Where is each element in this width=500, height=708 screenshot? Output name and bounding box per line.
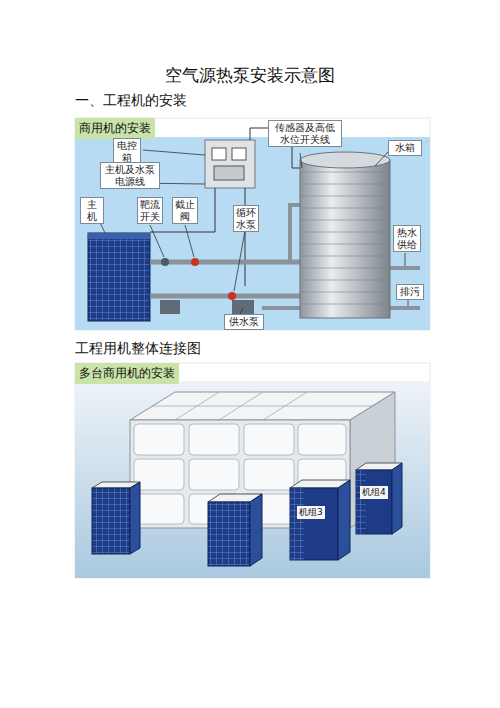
node-text: 传感器及高低水位开关线 <box>271 122 339 145</box>
node-text: 多台商用机的安装 <box>79 365 175 382</box>
node-text: 主机 <box>83 199 101 222</box>
callout-box: 排污 <box>396 284 424 300</box>
node-text: 热水供给 <box>396 227 418 250</box>
callout-box: 循环水泵 <box>233 205 259 232</box>
callout-box: 供水泵 <box>224 314 264 330</box>
callout-box: 截止阀 <box>172 197 198 224</box>
callout-box: 电控箱 <box>113 138 141 165</box>
node-text: 电控箱 <box>116 140 138 163</box>
callout-box: 主机 <box>80 197 104 224</box>
section-heading: 一、工程机的安装 <box>75 92 187 110</box>
node-text: 主机及水泵电源线 <box>103 164 157 187</box>
node-text: 排污 <box>399 286 421 298</box>
node-text: 截止阀 <box>175 199 195 222</box>
callout-box: 传感器及高低水位开关线 <box>268 120 342 147</box>
unit-tag: 机组3 <box>297 506 325 519</box>
unit-tag: 机组4 <box>360 486 388 499</box>
callout-box: 热水供给 <box>393 225 421 252</box>
node-text: 供水泵 <box>227 316 261 328</box>
callout-box: 水箱 <box>388 140 422 156</box>
node-text: 靶流开关 <box>140 199 160 222</box>
callout-box: 靶流开关 <box>137 197 163 224</box>
node-text: 水箱 <box>391 142 419 154</box>
section-band: 商用机的安装 <box>75 118 155 139</box>
page-title: 空气源热泵安装示意图 <box>165 64 335 87</box>
node-text: 循环水泵 <box>236 207 256 230</box>
node-text: 商用机的安装 <box>79 120 151 137</box>
section-band: 多台商用机的安装 <box>75 363 179 384</box>
section-heading: 工程用机整体连接图 <box>75 340 201 358</box>
callout-box: 主机及水泵电源线 <box>100 162 160 189</box>
